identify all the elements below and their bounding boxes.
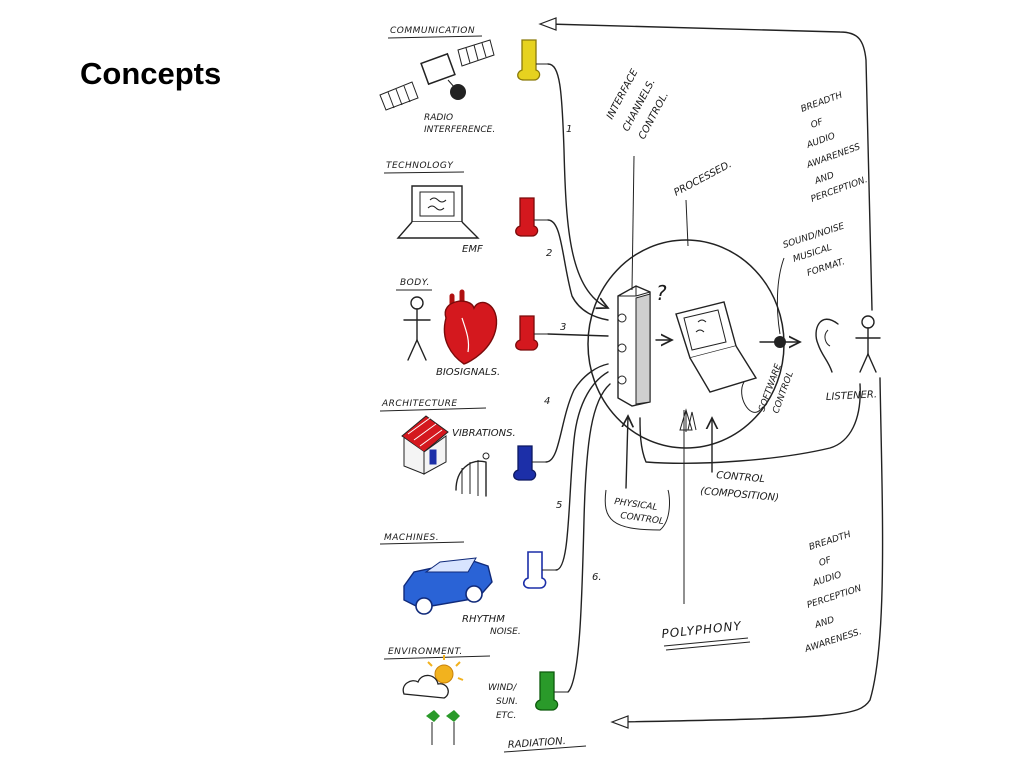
label-breadth-perception: BREADTH OF AUDIO PERCEPTION AND AWARENES…: [803, 530, 863, 655]
channel-number-3: 3: [560, 322, 566, 333]
caption-noise: NOISE.: [490, 627, 521, 637]
caption-etc: ETC.: [496, 711, 516, 721]
blue-sensor-icon: [513, 445, 546, 481]
label-sound-group: SOUND/NOISE MUSICAL FORMAT.: [782, 221, 846, 278]
channel-number-1: 1: [566, 124, 572, 135]
label-physical-group: PHYSICAL CONTROL: [614, 497, 665, 527]
svg-text:AND: AND: [813, 615, 836, 631]
caption-radio: RADIO: [424, 113, 453, 123]
green-sensor-icon: [535, 671, 568, 711]
label-listener: LISTENER.: [826, 389, 878, 403]
channel-number-2: 2: [546, 248, 552, 259]
yellow-sensor-icon: [517, 39, 548, 81]
svg-text:AUDIO: AUDIO: [811, 570, 843, 589]
car-icon: [403, 557, 493, 615]
laptop-icon: [396, 185, 480, 239]
category-architecture: ARCHITECTURE: [381, 399, 458, 409]
category-body: BODY.: [400, 278, 430, 288]
label-control-composition: CONTROL: [716, 470, 766, 485]
svg-text:AWARENESS.: AWARENESS.: [803, 627, 863, 655]
label-software-group: SOFTWARE CONTROL: [757, 362, 795, 415]
vibration-waves-icon: [455, 452, 490, 497]
label-sound-noise: SOUND/NOISE: [782, 221, 846, 250]
caption-rhythm: RHYTHM: [462, 614, 505, 625]
control-sliders-icon: [679, 408, 697, 432]
label-processed: PROCESSED.: [672, 159, 733, 199]
label-physical-control: CONTROL: [620, 511, 665, 527]
speaker-icon: [759, 336, 800, 348]
processing-laptop-icon: [675, 301, 758, 393]
svg-text:OF: OF: [818, 555, 834, 569]
channel-number-5: 5: [556, 500, 562, 511]
channel-number-4: 4: [544, 396, 550, 407]
white-sensor-icon: [522, 551, 556, 589]
trees-icon: [426, 710, 460, 745]
label-format: FORMAT.: [806, 257, 846, 279]
sun-cloud-icon: [402, 655, 464, 699]
svg-text:BREADTH: BREADTH: [808, 530, 853, 553]
label-composition: (COMPOSITION): [700, 486, 780, 504]
caption-wind: WIND/: [488, 683, 517, 693]
listener-figure-icon: [855, 315, 881, 373]
label-breadth-awareness: BREADTH OF AUDIO AWARENESS AND PERCEPTIO…: [800, 90, 869, 204]
caption-emf: EMF: [462, 244, 483, 255]
caption-radiation: RADIATION.: [507, 736, 566, 751]
interface-box-icon: [617, 285, 651, 407]
stick-figure-icon: [403, 296, 431, 361]
house-icon: [401, 415, 449, 475]
category-communication: COMMUNICATION: [390, 26, 475, 36]
svg-text:BREADTH: BREADTH: [800, 90, 844, 114]
category-machines: MACHINES.: [384, 533, 439, 543]
satellite-icon: [379, 39, 495, 111]
label-interface-group: INTERFACE CHANNELS. CONTROL.: [605, 67, 671, 141]
svg-text:AUDIO: AUDIO: [805, 131, 837, 151]
caption-interference: INTERFERENCE.: [424, 125, 495, 135]
ear-icon: [815, 318, 839, 373]
heart-icon: [443, 289, 498, 365]
feedback-loop-control: [639, 383, 861, 464]
category-environment: ENVIRONMENT.: [388, 647, 463, 657]
red-sensor-1-icon: [515, 197, 548, 237]
feedback-loop-top: [538, 17, 873, 311]
channel-number-6: 6.: [592, 572, 602, 583]
caption-sun: SUN.: [496, 697, 518, 707]
slide-title: Concepts: [80, 56, 222, 91]
category-technology: TECHNOLOGY: [386, 161, 454, 171]
channel-lines: [545, 63, 611, 693]
svg-text:OF: OF: [810, 117, 826, 131]
feedback-loop-bottom: [610, 377, 884, 729]
label-control-group: CONTROL (COMPOSITION): [700, 470, 780, 504]
caption-vibrations: VIBRATIONS.: [452, 428, 516, 439]
caption-biosignals: BIOSIGNALS.: [436, 367, 500, 378]
svg-text:AND: AND: [813, 171, 836, 188]
label-polyphony: POLYPHONY: [661, 619, 743, 641]
red-sensor-2-icon: [515, 315, 548, 351]
question-mark: ?: [656, 281, 668, 305]
